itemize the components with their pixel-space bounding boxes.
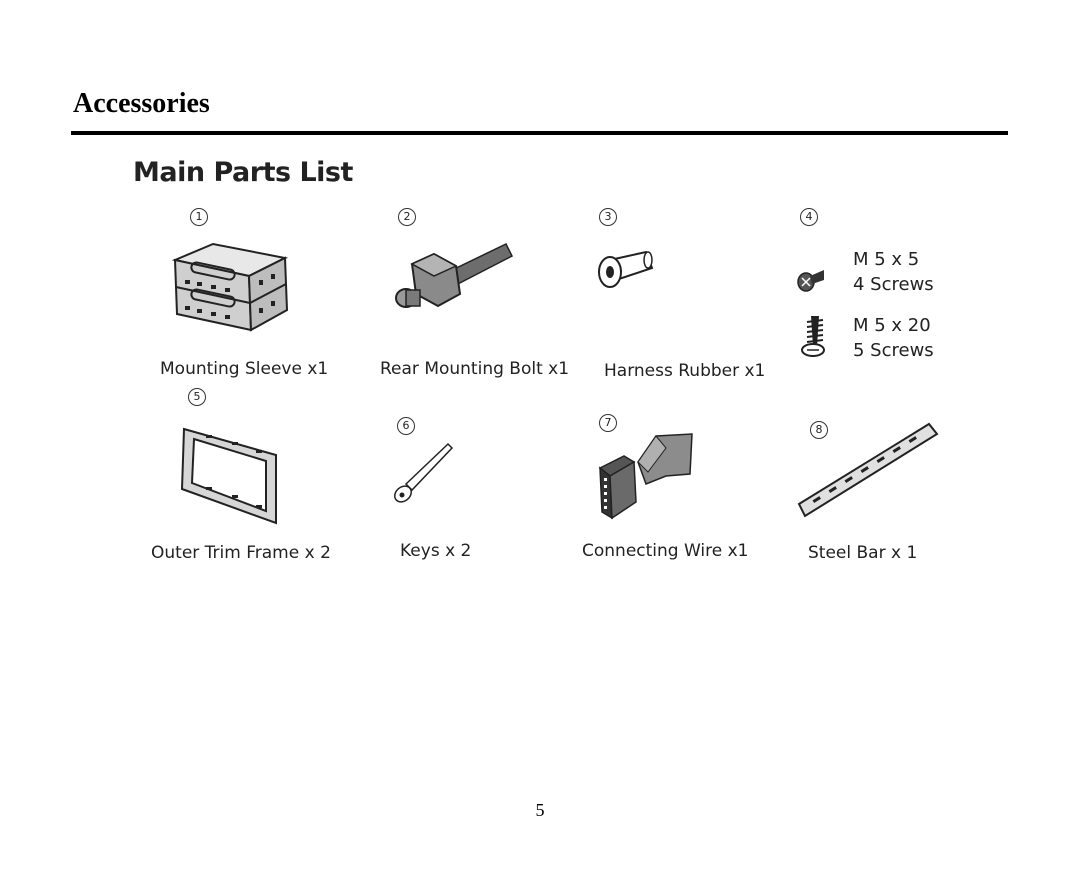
screw-size-long: M 5 x 20 xyxy=(853,315,931,336)
part-label-5: Outer Trim Frame x 2 xyxy=(151,543,331,563)
part-number-2: 2 xyxy=(398,208,416,226)
screw-spec-short: M 5 x 5 4 Screws xyxy=(853,247,934,297)
connecting-wire-illustration xyxy=(598,433,693,520)
screw-qty-long: 5 Screws xyxy=(853,340,934,361)
keys-illustration xyxy=(394,442,454,503)
part-number-5: 5 xyxy=(188,388,206,406)
screw-size-short: M 5 x 5 xyxy=(853,249,920,270)
part-label-8: Steel Bar x 1 xyxy=(808,543,918,563)
part-number-8: 8 xyxy=(810,421,828,439)
part-number-3: 3 xyxy=(599,208,617,226)
part-label-2: Rear Mounting Bolt x1 xyxy=(380,359,570,379)
part-label-6: Keys x 2 xyxy=(400,541,472,561)
long-screw-illustration xyxy=(801,316,825,357)
part-number-6: 6 xyxy=(397,417,415,435)
heading-rule xyxy=(71,131,1008,135)
page-number: 5 xyxy=(535,800,545,820)
part-number-1: 1 xyxy=(190,208,208,226)
rear-mounting-bolt-illustration xyxy=(395,243,514,308)
part-number-4: 4 xyxy=(800,208,818,226)
short-screw-illustration xyxy=(797,270,824,292)
page-heading: Accessories xyxy=(73,88,210,119)
screw-qty-short: 4 Screws xyxy=(853,274,934,295)
screw-spec-long: M 5 x 20 5 Screws xyxy=(853,313,934,363)
outer-trim-frame-illustration xyxy=(180,427,277,525)
steel-bar-illustration xyxy=(797,422,939,518)
part-label-3: Harness Rubber x1 xyxy=(604,361,766,381)
section-title: Main Parts List xyxy=(133,157,353,188)
part-label-7: Connecting Wire x1 xyxy=(582,541,749,561)
part-label-1: Mounting Sleeve x1 xyxy=(160,359,329,379)
part-number-7: 7 xyxy=(599,414,617,432)
mounting-sleeve-illustration xyxy=(171,242,289,332)
harness-rubber-illustration xyxy=(598,250,654,288)
